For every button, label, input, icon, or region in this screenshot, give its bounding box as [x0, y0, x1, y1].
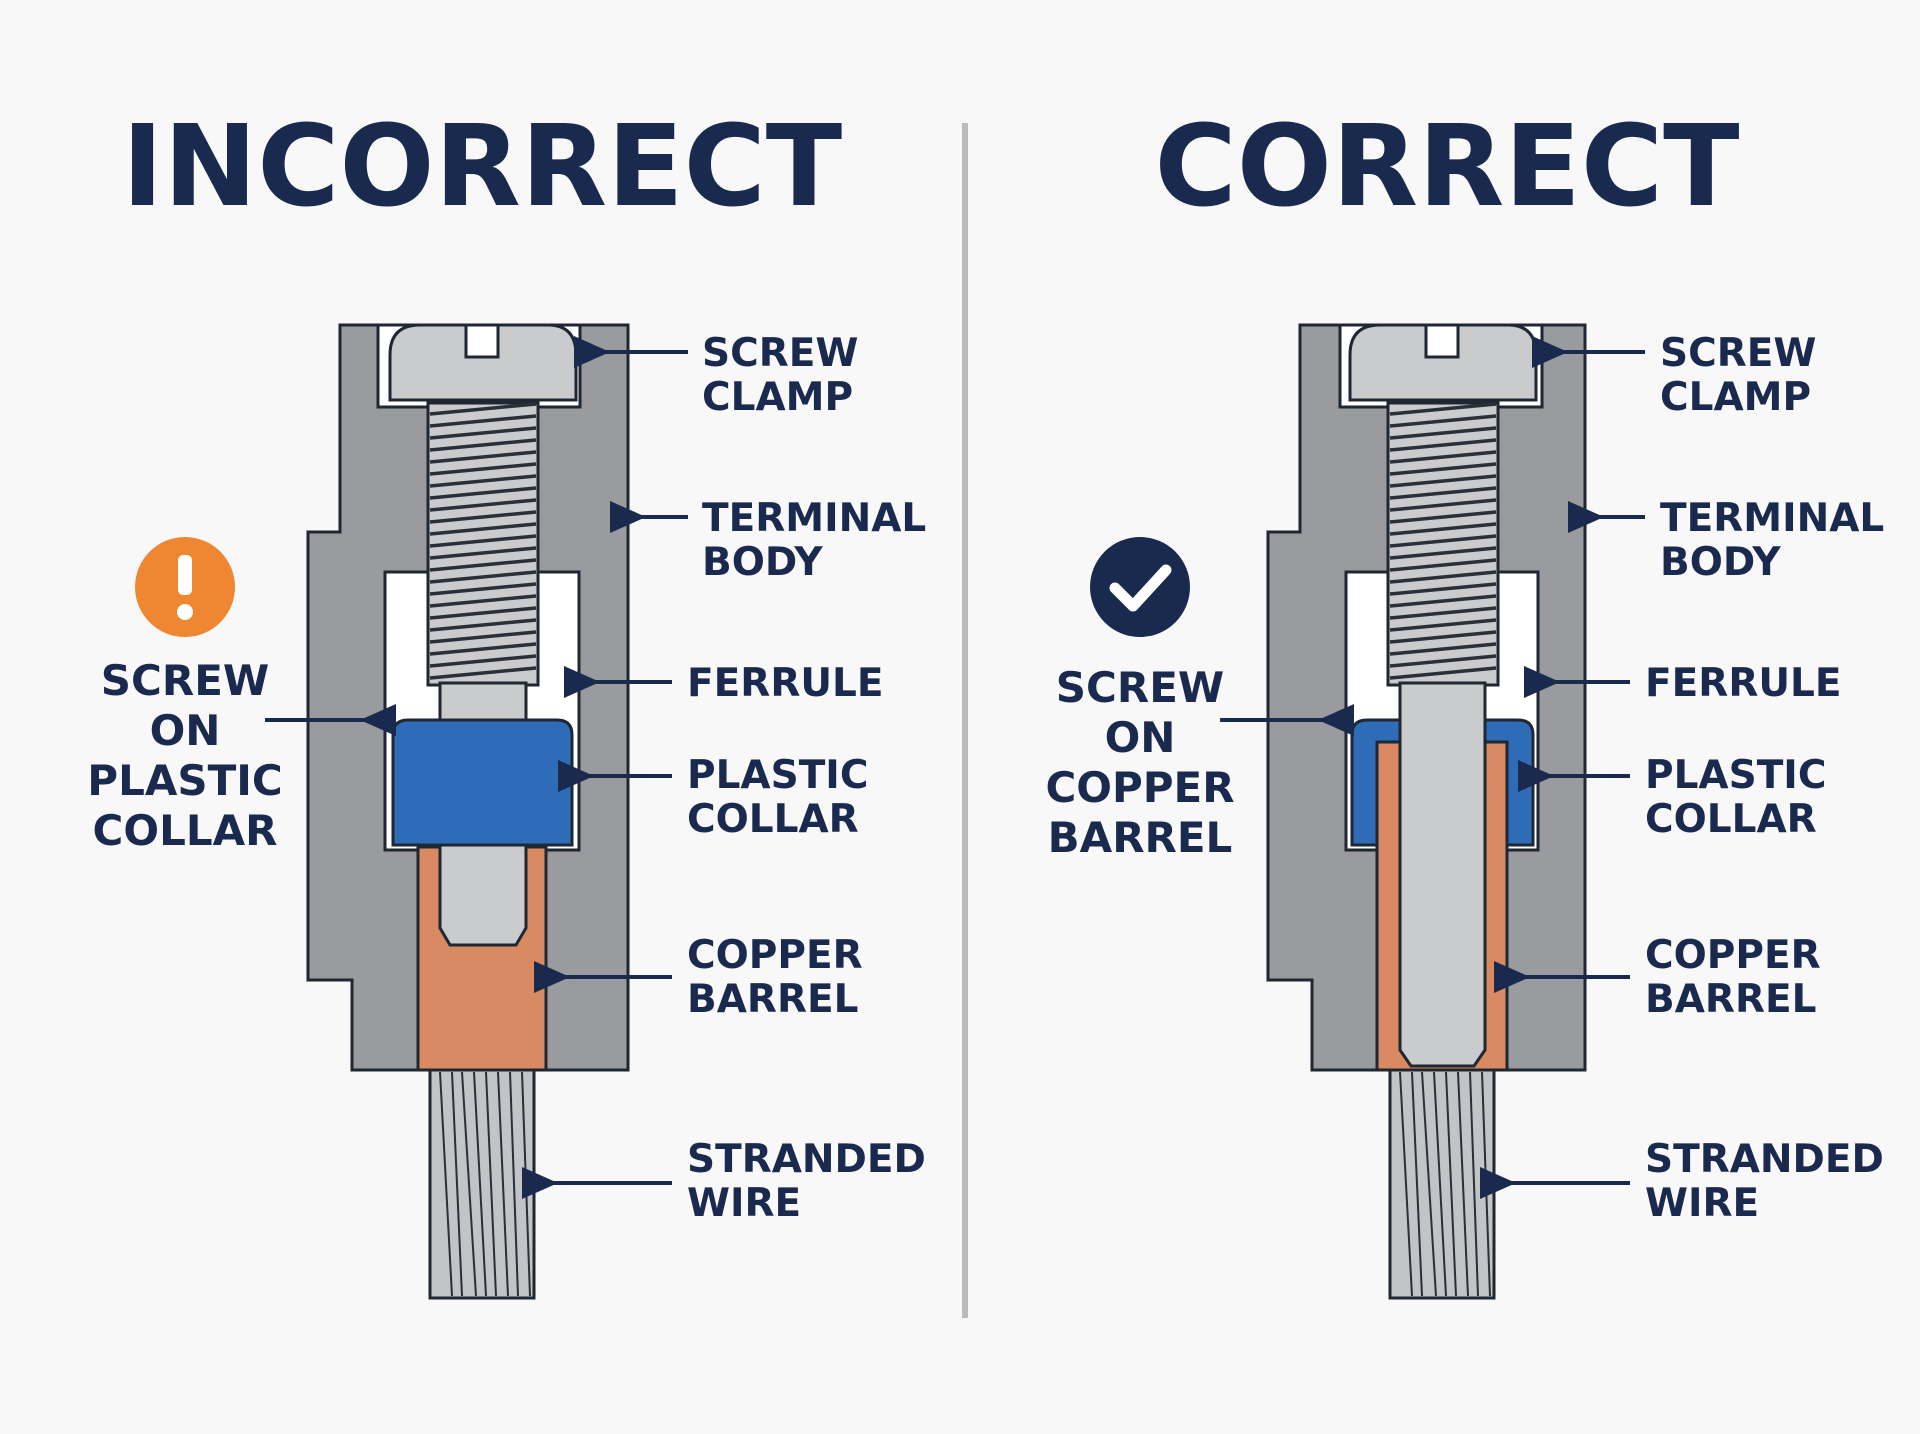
wire-strands — [439, 1071, 531, 1297]
stranded-wire-label: STRANDED — [1645, 1137, 1884, 1182]
copper-barrel-label-2: BARREL — [687, 977, 858, 1022]
checkmark-icon — [1090, 537, 1190, 637]
plastic-collar-label: PLASTIC — [1645, 753, 1826, 798]
ferrule-label: FERRULE — [1645, 661, 1842, 706]
callout-text: SCREW ON PLASTIC COLLAR — [87, 656, 282, 855]
wire-strands — [1399, 1071, 1491, 1297]
plastic-collar-label-2: COLLAR — [687, 797, 859, 842]
svg-text:ON: ON — [150, 706, 221, 755]
stranded-wire-label: STRANDED — [687, 1137, 926, 1182]
screw-clamp-label: SCREW — [1660, 331, 1816, 376]
plastic-collar-label: PLASTIC — [687, 753, 868, 798]
correct-title: CORRECT — [1155, 102, 1740, 232]
thread-lines — [429, 402, 537, 680]
incorrect-title: INCORRECT — [122, 102, 842, 232]
terminal-body-label-2: BODY — [702, 540, 823, 585]
incorrect-panel: INCORRECT SCREW — [87, 102, 926, 1300]
callout-text: SCREW ON COPPER BARREL — [1045, 663, 1234, 862]
stranded-wire-label-2: WIRE — [687, 1181, 801, 1226]
ferrule-label: FERRULE — [687, 661, 884, 706]
screw-clamp-label-2: CLAMP — [702, 375, 853, 420]
copper-barrel-label-2: BARREL — [1645, 977, 1816, 1022]
thread-lines — [1389, 402, 1497, 680]
terminal-body-label-2: BODY — [1660, 540, 1781, 585]
svg-text:COPPER: COPPER — [1045, 763, 1234, 812]
exclamation-icon — [135, 537, 235, 637]
copper-barrel-label: COPPER — [1645, 933, 1821, 978]
terminal-body-label: TERMINAL — [1660, 496, 1884, 541]
screw-shank — [438, 681, 528, 725]
svg-text:SCREW: SCREW — [101, 656, 269, 705]
screw-tip — [438, 843, 528, 947]
screw-clamp-label-2: CLAMP — [1660, 375, 1811, 420]
svg-text:ON: ON — [1105, 713, 1176, 762]
svg-text:COLLAR: COLLAR — [93, 806, 278, 855]
stranded-wire — [1388, 1068, 1496, 1300]
correct-panel: CORRECT SCREW ON COPPER BARREL — [1045, 102, 1884, 1300]
plastic-collar — [391, 718, 574, 847]
svg-text:PLASTIC: PLASTIC — [87, 756, 282, 805]
plastic-collar-label-2: COLLAR — [1645, 797, 1817, 842]
terminal-body-label: TERMINAL — [702, 496, 926, 541]
screw-shank — [1398, 681, 1487, 1068]
svg-text:SCREW: SCREW — [1056, 663, 1224, 712]
copper-barrel-label: COPPER — [687, 933, 863, 978]
stranded-wire-label-2: WIRE — [1645, 1181, 1759, 1226]
svg-text:BARREL: BARREL — [1048, 813, 1233, 862]
screw-clamp-label: SCREW — [702, 331, 858, 376]
